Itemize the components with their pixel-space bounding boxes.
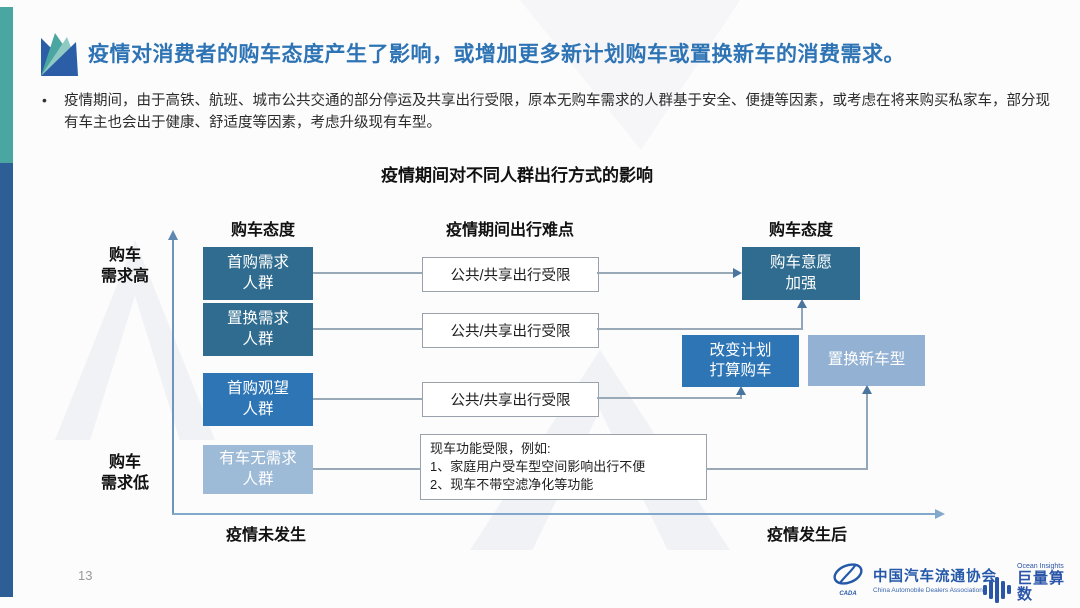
- cada-logo: CADA 中国汽车流通协会 China Automobile Dealers A…: [830, 561, 997, 597]
- connector-line: [801, 306, 803, 330]
- connector-line: [597, 328, 803, 330]
- node-replace-with-new-model: 置换新车型: [808, 335, 925, 386]
- page-number: 13: [78, 568, 93, 583]
- node-change-plan-to-buy: 改变计划 打算购车: [682, 335, 799, 387]
- connector-line: [597, 397, 742, 399]
- node-first-purchase-wait-group: 首购观望 人群: [203, 373, 313, 426]
- node-travel-restricted-1: 公共/共享出行受限: [422, 257, 599, 292]
- cada-name-cn: 中国汽车流通协会: [873, 568, 997, 585]
- bullet-text: 疫情期间，由于高铁、航班、城市公共交通的部分停运及共享出行受限，原本无购车需求的…: [64, 93, 1050, 131]
- left-edge-bar-blue: [0, 163, 13, 597]
- x-axis-line: [172, 513, 937, 515]
- bullet-marker: •: [42, 92, 47, 108]
- connector-line: [313, 328, 422, 330]
- connector-line: [707, 468, 868, 470]
- ocean-bars-icon: [983, 575, 1011, 605]
- node-purchase-intent-strengthened: 购车意愿 加强: [742, 247, 860, 300]
- y-axis-label-low: 购车 需求低: [100, 454, 149, 492]
- node-travel-restricted-3: 公共/共享出行受限: [422, 382, 599, 417]
- arrowhead-right-icon: [733, 268, 742, 278]
- arrowhead-up-icon: [736, 386, 746, 395]
- ocean-brand-cn: 巨量算数: [1017, 569, 1066, 604]
- cada-abbr: CADA: [839, 591, 857, 597]
- fan-logo-icon: [34, 26, 80, 83]
- ocean-brand-en: Ocean Insights: [1017, 563, 1064, 570]
- cada-name-en: China Automobile Dealers Association: [873, 586, 983, 594]
- connector-line: [597, 272, 733, 274]
- node-current-car-limitations-note: 现车功能受限，例如: 1、家庭用户受车型空间影响出行不便 2、现车不带空滤净化等…: [420, 434, 707, 500]
- column-header-right: 购车态度: [768, 222, 833, 239]
- x-axis-label-after: 疫情发生后: [766, 527, 847, 544]
- ocean-insights-logo: Ocean Insights 巨量算数: [983, 563, 1080, 605]
- connector-line: [313, 398, 422, 400]
- y-axis-label-high: 购车 需求高: [100, 247, 149, 285]
- connector-line: [866, 392, 868, 470]
- node-travel-restricted-2: 公共/共享出行受限: [422, 313, 599, 348]
- node-own-car-no-demand-group: 有车无需求 人群: [203, 445, 313, 494]
- slide-title: 疫情对消费者的购车态度产生了影响，或增加更多新计划购车或置换新车的消费需求。: [88, 43, 905, 66]
- left-edge-bar-teal: [0, 7, 13, 163]
- diagram-title: 疫情期间对不同人群出行方式的影响: [381, 166, 653, 185]
- node-first-purchase-demand-group: 首购需求 人群: [203, 247, 313, 300]
- node-replacement-demand-group: 置换需求 人群: [203, 303, 313, 356]
- y-axis-arrow-up-icon: [168, 230, 178, 240]
- arrowhead-up-icon: [797, 299, 807, 308]
- column-header-middle: 疫情期间出行难点: [445, 222, 574, 239]
- y-axis-line: [172, 239, 174, 514]
- connector-line: [740, 393, 742, 399]
- arrowhead-up-icon: [862, 385, 872, 394]
- cada-emblem-icon: CADA: [830, 561, 866, 597]
- connector-line: [313, 468, 420, 470]
- x-axis-label-before: 疫情未发生: [225, 527, 306, 544]
- connector-line: [313, 272, 422, 274]
- column-header-left: 购车态度: [230, 222, 295, 239]
- x-axis-arrow-right-icon: [935, 509, 945, 519]
